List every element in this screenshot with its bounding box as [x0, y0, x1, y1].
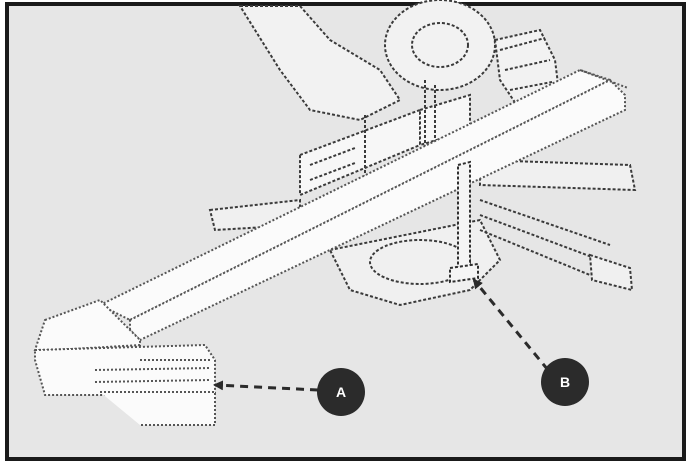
- arrow-to-b: [472, 278, 550, 371]
- upright-stop-post: [449, 160, 479, 284]
- callout-b-label: B: [560, 374, 570, 390]
- callout-a-label: A: [336, 384, 346, 400]
- workpiece-board: [97, 68, 629, 342]
- callout-b: B: [541, 358, 589, 406]
- saw-base: [208, 158, 637, 307]
- slide-rails: [479, 199, 634, 292]
- callout-arrows: [213, 278, 550, 392]
- arrow-to-a: [213, 380, 319, 392]
- end-support-stop: [33, 298, 216, 426]
- saw-head: [238, 0, 562, 122]
- callout-a: A: [317, 368, 365, 416]
